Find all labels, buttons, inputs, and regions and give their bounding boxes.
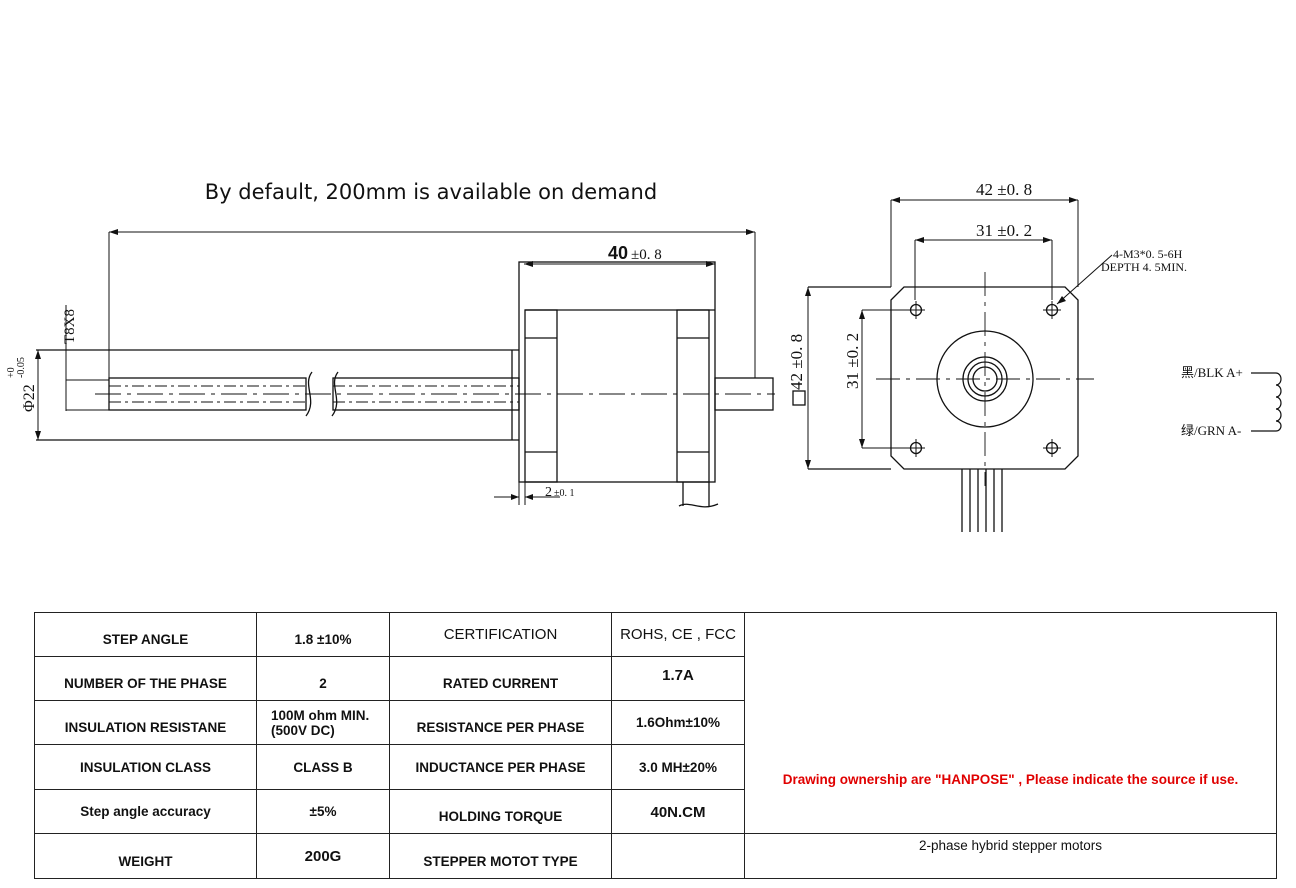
spec-row: NUMBER OF THE PHASE 2 RATED CURRENT 1.7A	[34, 656, 1277, 701]
boss-tolerance-lower: -0.05	[16, 357, 27, 378]
drawing-heading: By default, 200mm is available on demand	[205, 180, 657, 204]
spec-key: WEIGHT	[34, 833, 257, 879]
spec-value: 1.6Ohm±10%	[611, 700, 745, 745]
wire-a-minus-label: 绿/GRN A-	[1181, 423, 1241, 438]
ownership-notice: Drawing ownership are "HANPOSE" , Please…	[744, 744, 1277, 834]
face-width-label: 42 ±0. 8	[976, 180, 1032, 199]
side-view	[35, 229, 775, 508]
spec-value: 100M ohm MIN. (500V DC)	[256, 700, 390, 745]
spec-key: HOLDING TORQUE	[389, 789, 612, 834]
boss-tolerance-upper: +0	[6, 367, 17, 378]
hole-callout-thread: 4-M3*0. 5-6H	[1113, 247, 1183, 261]
hole-spacing-label: 31 ±0. 2	[976, 221, 1032, 240]
spec-value: ±5%	[256, 789, 390, 834]
step-angle-value: 1.8 ±10%	[294, 632, 352, 647]
spec-value	[611, 833, 745, 879]
spec-row: WEIGHT 200G STEPPER MOTOT TYPE 2-phase h…	[34, 833, 1277, 879]
notes-blank-area	[744, 612, 1277, 745]
spec-row: INSULATION RESISTANE 100M ohm MIN. (500V…	[34, 700, 1277, 745]
technical-drawing: By default, 200mm is available on demand	[6, 180, 1282, 532]
spec-key: NUMBER OF THE PHASE	[34, 656, 257, 701]
spec-value: ROHS, CE , FCC	[611, 612, 745, 657]
body-length-value: 40	[608, 243, 628, 263]
hole-callout-depth: DEPTH 4. 5MIN.	[1101, 260, 1187, 274]
spec-value: 200G	[256, 833, 390, 879]
spec-value: 40N.CM	[611, 789, 745, 834]
winding-schematic	[1251, 372, 1282, 432]
front-view	[792, 197, 1113, 532]
spec-key: RATED CURRENT	[389, 656, 612, 701]
spec-key: STEPPER MOTOT TYPE	[389, 833, 612, 879]
spec-key: INSULATION CLASS	[34, 744, 257, 790]
spec-value: 1.7A	[611, 656, 745, 701]
hole-spacing-side-label: 31 ±0. 2	[843, 333, 862, 389]
spec-key: CERTIFICATION	[389, 612, 612, 657]
spec-row: INSULATION CLASS CLASS B INDUCTANCE PER …	[34, 744, 1277, 834]
spec-value: 1.8 ±10%°	[256, 612, 390, 657]
wire-a-plus-label: 黑/BLK A+	[1181, 365, 1243, 380]
face-height-label: 42 ±0. 8	[787, 334, 806, 390]
spec-key: Step angle accuracy	[34, 789, 257, 834]
spec-key: INDUCTANCE PER PHASE	[389, 744, 612, 790]
thread-label: T8X8	[62, 309, 78, 344]
motor-type-text: 2-phase hybrid stepper motors	[744, 833, 1277, 879]
body-length-tolerance: ±0. 8	[631, 247, 662, 263]
spec-value: CLASS B	[256, 744, 390, 790]
flange-dim-tolerance: ±0. 1	[554, 488, 575, 499]
spec-table: STEP ANGLE 1.8 ±10%° CERTIFICATION ROHS,…	[34, 612, 1277, 879]
spec-value: 2	[256, 656, 390, 701]
spec-key: RESISTANCE PER PHASE	[389, 700, 612, 745]
boss-diameter-label: Φ22	[21, 384, 38, 412]
spec-key: STEP ANGLE	[34, 612, 257, 657]
spec-key: INSULATION RESISTANE	[34, 700, 257, 745]
spec-row: STEP ANGLE 1.8 ±10%° CERTIFICATION ROHS,…	[34, 612, 1277, 745]
spec-value: 3.0 MH±20%	[611, 744, 745, 790]
flange-dim-value: 2	[545, 485, 552, 500]
